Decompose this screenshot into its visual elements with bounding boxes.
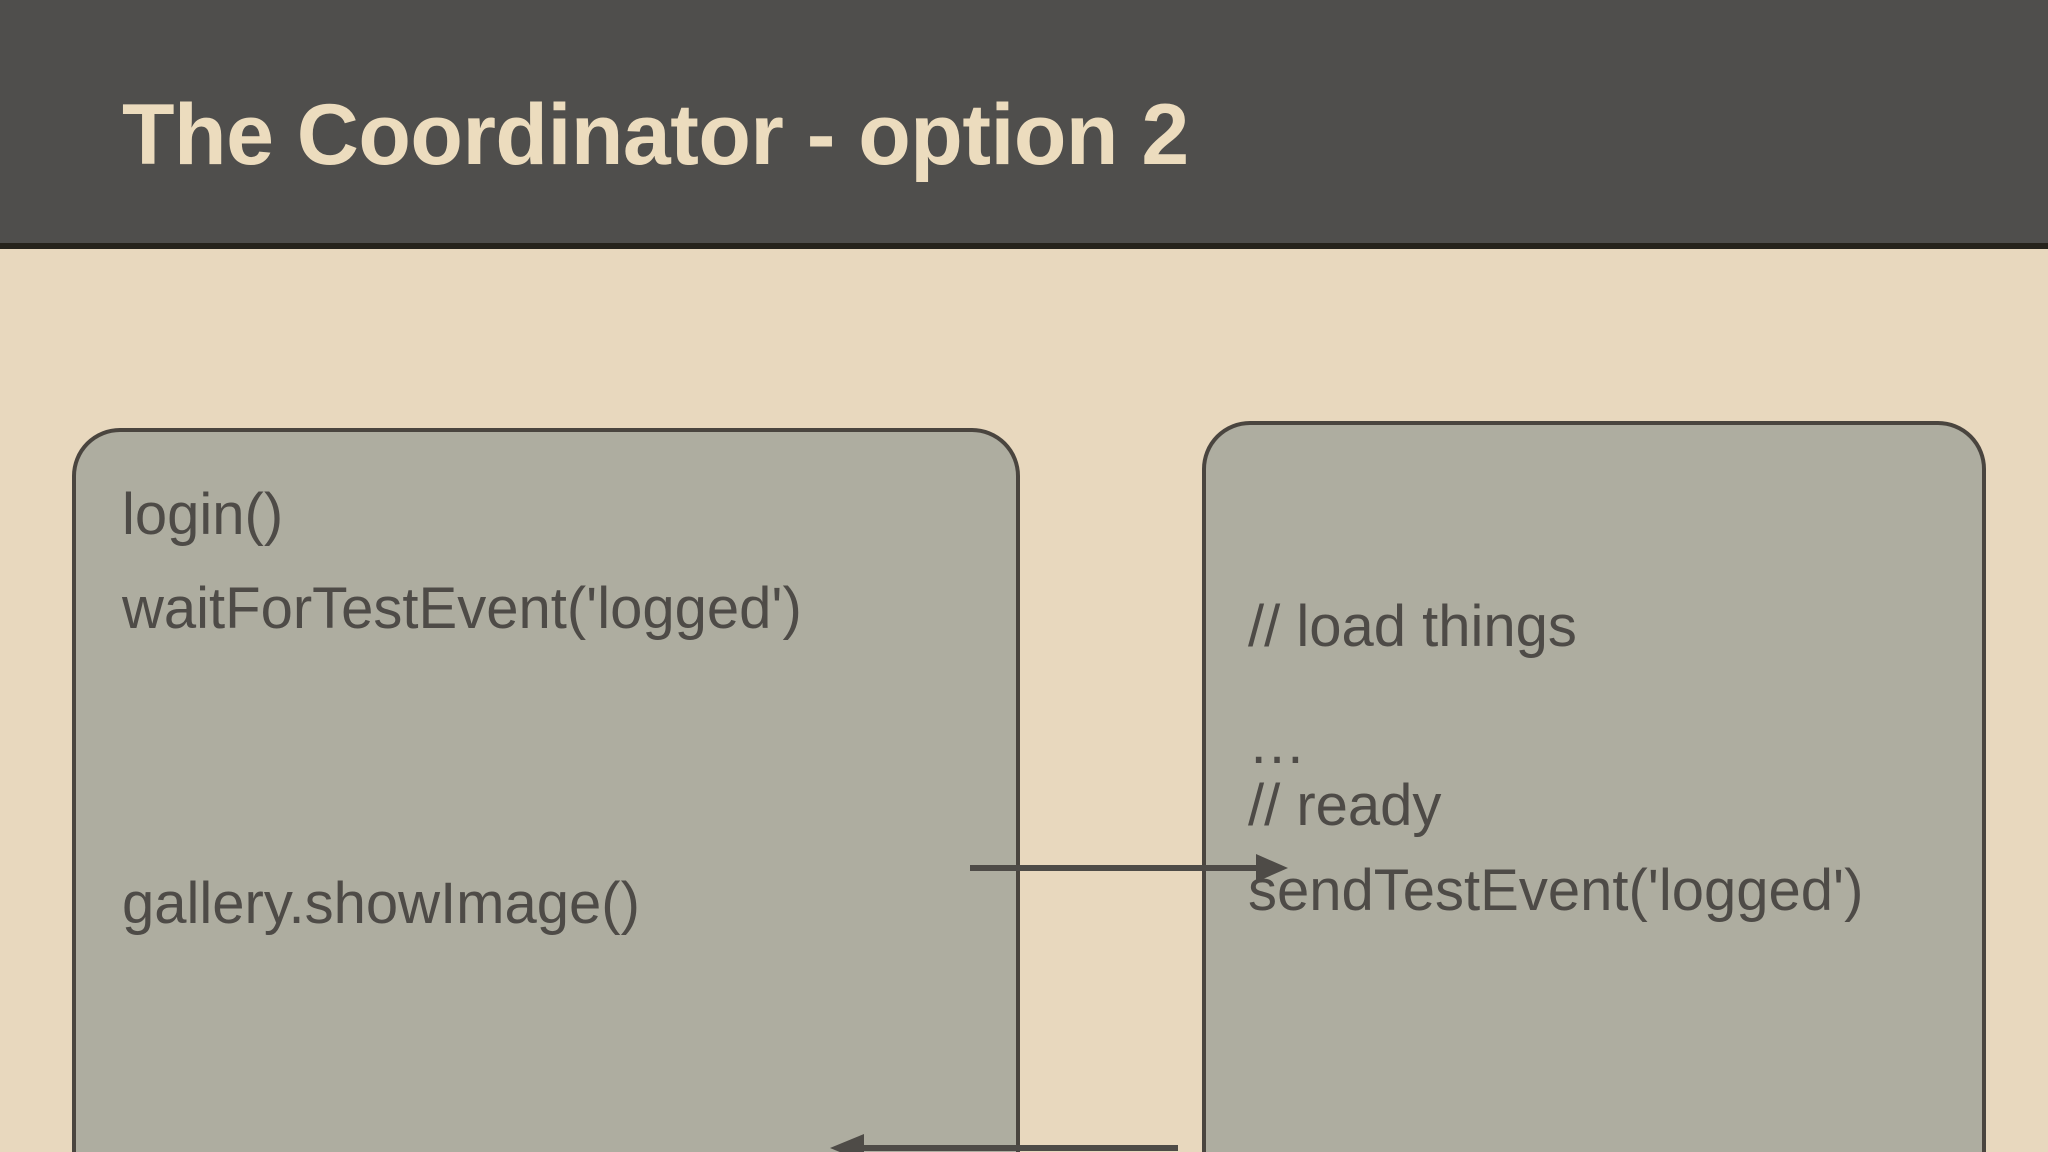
- server-lifeline-box[interactable]: // load things … // ready sendTestEvent(…: [1202, 421, 1986, 1152]
- client-lifeline-box[interactable]: login() waitForTestEvent('logged') galle…: [72, 428, 1020, 1152]
- arrowhead-left: [830, 1134, 864, 1152]
- code-line-send-test-event: sendTestEvent('logged'): [1248, 858, 1864, 923]
- code-line-login: login(): [122, 482, 284, 547]
- code-line-ready-comment: // ready: [1248, 773, 1442, 838]
- arrowhead-right: [1256, 854, 1288, 882]
- arrow-right-to-left: [830, 1134, 1178, 1152]
- slide-header: The Coordinator - option 2: [0, 0, 2048, 249]
- code-line-load-things-comment: // load things: [1248, 594, 1577, 659]
- code-line-wait-for-test-event: waitForTestEvent('logged'): [122, 576, 802, 641]
- diagram-canvas: login() waitForTestEvent('logged') galle…: [0, 255, 2048, 1152]
- arrow-left-to-right: [970, 854, 1288, 882]
- page-title: The Coordinator - option 2: [122, 87, 1189, 183]
- code-line-gallery-show-image: gallery.showImage(): [122, 871, 640, 936]
- code-line-ellipsis: …: [1248, 711, 1306, 776]
